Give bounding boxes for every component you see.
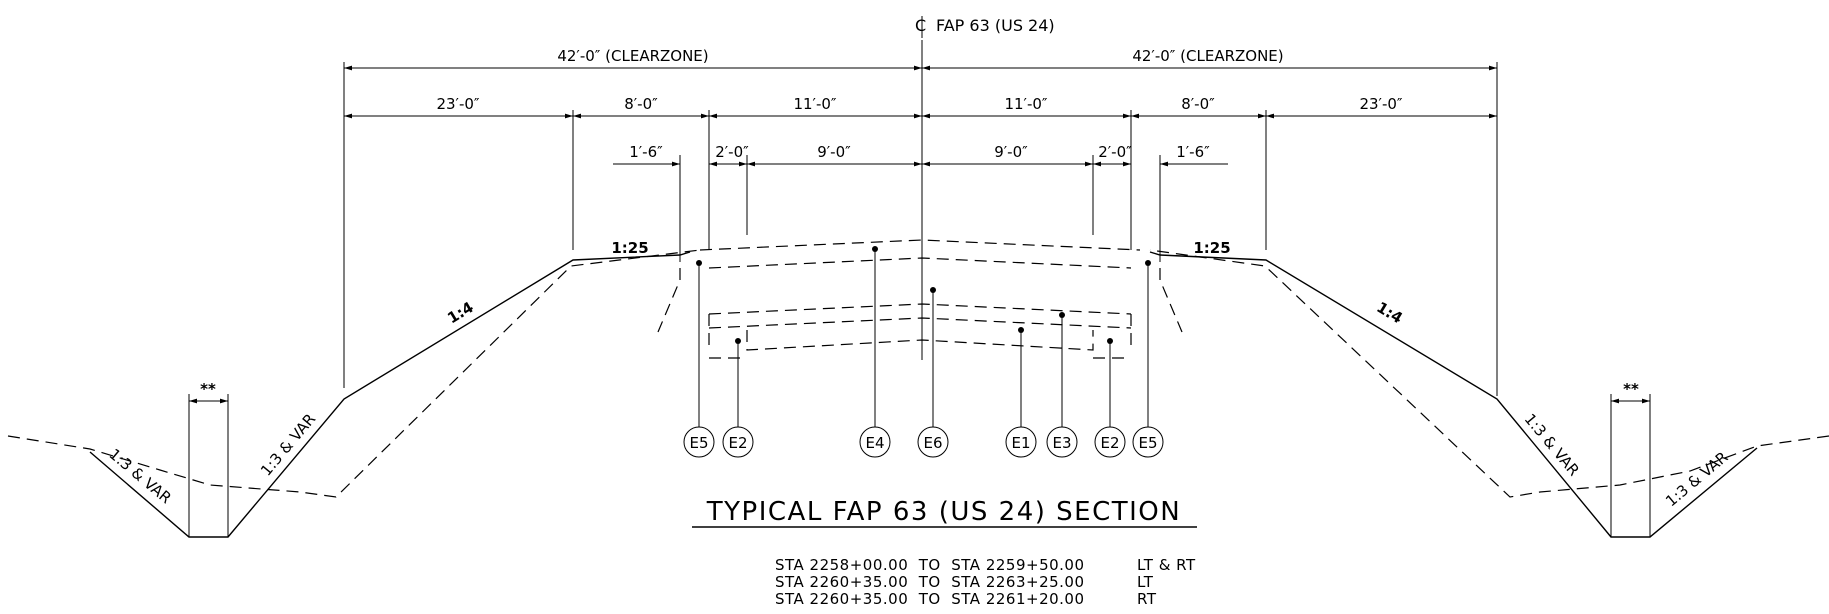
svg-text:E2: E2 <box>728 434 747 452</box>
slope-back-right-outer: 1:3 & VAR <box>1662 448 1731 510</box>
slope-back-left-outer: 1:3 & VAR <box>106 445 175 507</box>
svg-text:E5: E5 <box>1138 434 1157 452</box>
dim-11-right: 11′-0″ <box>1004 95 1047 113</box>
svg-text:E5: E5 <box>689 434 708 452</box>
clearzone-left-label: 42′-0″ (CLEARZONE) <box>557 47 708 65</box>
section-title: TYPICAL FAP 63 (US 24) SECTION <box>692 497 1197 528</box>
svg-text:E4: E4 <box>865 434 884 452</box>
dim-8-right: 8′-0″ <box>1181 95 1215 113</box>
callouts: E5 E2 E4 E6 E1 <box>683 246 1164 458</box>
dim-9-right: 9′-0″ <box>994 143 1028 161</box>
slope-labels: 1:25 1:25 1:4 1:4 1:3 & VAR 1:3 & VAR 1:… <box>106 239 1732 510</box>
detail-dimensions: 1′-6″ 2′-0″ 9′-0″ 9′-0″ 2′-0″ 1′-6″ <box>613 143 1228 262</box>
dim-2-right: 2′-0″ <box>1098 143 1132 161</box>
callout-e1: E1 <box>1005 327 1037 458</box>
title-text: TYPICAL FAP 63 (US 24) SECTION <box>706 497 1181 527</box>
clearzone-dimensions: 42′-0″ (CLEARZONE) 42′-0″ (CLEARZONE) <box>343 47 1498 396</box>
ditch-width-right: ** <box>1623 380 1639 398</box>
dim-2-left: 2′-0″ <box>715 143 749 161</box>
svg-text:E6: E6 <box>923 434 942 452</box>
station-range-1: STA 2258+00.00 TO STA 2259+50.00 <box>775 556 1085 574</box>
callout-e3: E3 <box>1046 312 1078 458</box>
existing-ground <box>7 249 1829 498</box>
callout-e5-right: E5 <box>1132 260 1164 458</box>
lane-shoulder-dimensions: 23′-0″ 8′-0″ 11′-0″ 11′-0″ 8′-0″ 23′-0″ <box>344 95 1497 250</box>
centerline-label: FAP 63 (US 24) <box>936 16 1055 35</box>
ditch-width-left: ** <box>200 380 216 398</box>
svg-text:E3: E3 <box>1052 434 1071 452</box>
slope-back-left-inner: 1:3 & VAR <box>257 410 319 479</box>
dim-1-6-right: 1′-6″ <box>1176 143 1210 161</box>
dim-11-left: 11′-0″ <box>793 95 836 113</box>
station-side-3: RT <box>1137 590 1157 608</box>
dim-1-6-left: 1′-6″ <box>629 143 663 161</box>
dim-23-right: 23′-0″ <box>1359 95 1402 113</box>
pavement-section <box>657 239 1183 359</box>
station-side-2: LT <box>1137 573 1154 591</box>
station-range-2: STA 2260+35.00 TO STA 2263+25.00 <box>775 573 1085 591</box>
svg-text:E2: E2 <box>1100 434 1119 452</box>
centerline: C FAP 63 (US 24) <box>915 16 1055 360</box>
dim-23-left: 23′-0″ <box>436 95 479 113</box>
dim-8-left: 8′-0″ <box>624 95 658 113</box>
slope-shoulder-left: 1:25 <box>611 239 648 257</box>
svg-text:E1: E1 <box>1011 434 1030 452</box>
callout-e2-left: E2 <box>722 338 754 458</box>
station-range-3: STA 2260+35.00 TO STA 2261+20.00 <box>775 590 1085 608</box>
callout-e2-right: E2 <box>1094 338 1126 458</box>
slope-back-right-inner: 1:3 & VAR <box>1521 410 1583 479</box>
right-profile: ** <box>1149 251 1758 538</box>
left-profile: ** <box>89 251 691 538</box>
slope-shoulder-right: 1:25 <box>1193 239 1230 257</box>
clearzone-right-label: 42′-0″ (CLEARZONE) <box>1132 47 1283 65</box>
station-side-1: LT & RT <box>1137 556 1196 574</box>
station-notes: STA 2258+00.00 TO STA 2259+50.00 LT & RT… <box>775 556 1196 608</box>
dim-9-left: 9′-0″ <box>817 143 851 161</box>
svg-text:C: C <box>915 16 926 35</box>
centerline-symbol: C <box>915 16 926 38</box>
callout-e6: E6 <box>917 287 949 458</box>
callout-e4: E4 <box>859 246 891 458</box>
slope-fore-right: 1:4 <box>1373 298 1405 327</box>
callout-e5-left: E5 <box>683 260 715 458</box>
slope-fore-left: 1:4 <box>444 298 476 327</box>
